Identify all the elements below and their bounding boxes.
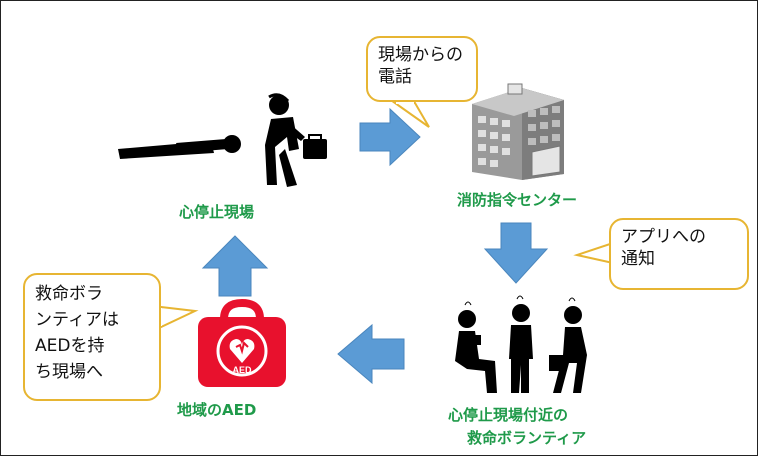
bubble-volunteer-brings-aed: 救命ボラ ンティアは AEDを持 ち現場へ: [23, 273, 161, 401]
label-fire-command-center: 消防指令センター: [457, 191, 578, 209]
label-nearby-volunteers-line1: 心停止現場付近の: [448, 406, 569, 424]
arrow-right: [359, 107, 421, 167]
label-cardiac-arrest-scene: 心停止現場: [179, 203, 255, 221]
arrow-left: [337, 323, 405, 385]
aed-bag-text: AED: [232, 365, 252, 375]
bubble-app-notification: アプリへの 通知: [609, 218, 749, 290]
bubble-phone-call: 現場からの 電話: [366, 36, 478, 102]
aed-bag-icon: AED: [198, 298, 286, 387]
volunteer-icon: [455, 295, 587, 393]
bubble-tail-aed: [158, 305, 199, 329]
arrow-down: [483, 222, 549, 284]
collapsed-person-icon: [118, 135, 241, 159]
bubble-tail-call: [391, 100, 430, 128]
phone-caller-icon: [265, 93, 327, 187]
label-local-aed: 地域のAED: [177, 401, 257, 419]
building-icon: [472, 83, 564, 180]
label-nearby-volunteers-line2: 救命ボランティア: [467, 429, 587, 447]
arrow-up: [201, 235, 269, 297]
